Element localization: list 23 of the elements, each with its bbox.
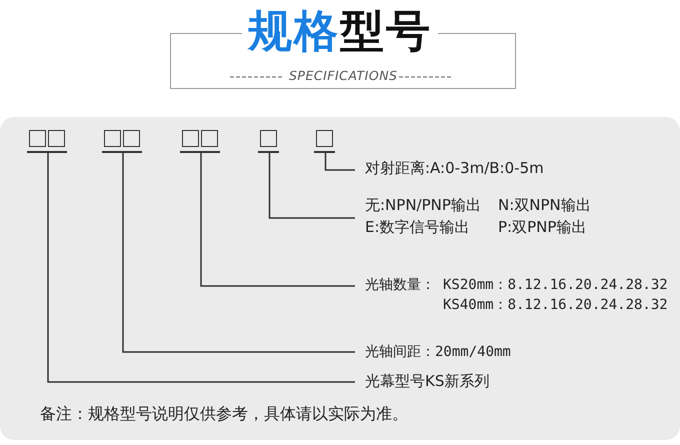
spec-text: 光幕型号KS新系列 [365,372,490,391]
spec-text: 光轴间距：20mm/40mm [365,343,511,361]
spec-text: E:数字信号输出 [365,218,470,237]
code-boxes [314,130,335,153]
leader-line [268,153,355,219]
code-boxes [102,130,142,153]
note-text: 备注：规格型号说明仅供参考，具体请以实际为准。 [40,404,408,425]
code-boxes [258,130,279,153]
subtitle: SPECIFICATIONS [289,68,398,83]
code-boxes [27,130,67,153]
leader-line [324,153,355,171]
spec-text: 对射距离:A:0-3m/B:0-5m [365,159,544,178]
spec-text: KS40mm：8.12.16.20.24.28.32 [443,296,668,314]
leader-line [47,153,355,383]
code-boxes [180,130,220,153]
title: 规格型号 [0,2,680,61]
leader-line [122,153,355,353]
spec-text: KS20mm：8.12.16.20.24.28.32 [443,276,668,294]
spec-text: 无:NPN/PNP输出 [365,196,481,215]
spec-text: 光轴数量： [365,276,435,294]
leader-line [200,153,355,287]
spec-text: N:双NPN输出 [498,196,591,215]
spec-text: P:双PNP输出 [498,218,586,237]
